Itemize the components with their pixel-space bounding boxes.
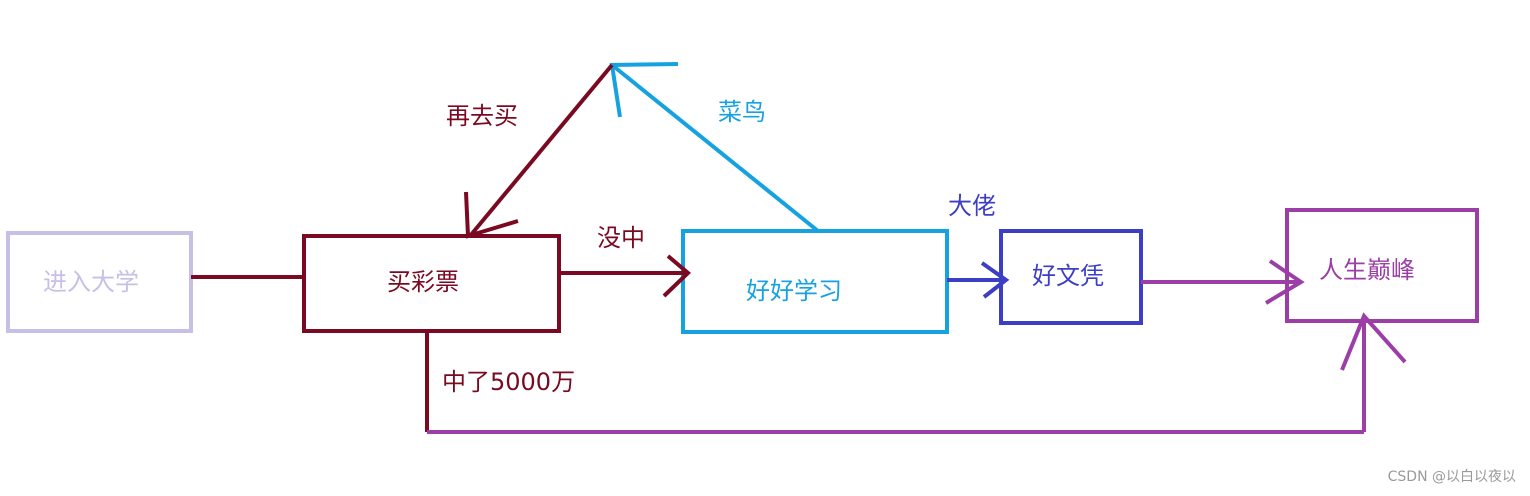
edge-won-path (425, 312, 1407, 434)
edge-buy-again-arrow (464, 63, 614, 239)
edge-rookie-arrow (609, 62, 820, 233)
edge-no-win-arrow (559, 254, 691, 298)
study-label: 好好学习 (746, 277, 842, 305)
college-label: 进入大学 (43, 268, 139, 296)
no-win-label: 没中 (597, 224, 645, 252)
diploma-label: 好文凭 (1032, 262, 1104, 290)
rookie-label: 菜鸟 (718, 98, 766, 126)
watermark: CSDN @以白以夜以 (1387, 469, 1516, 485)
edge-expert-arrow (947, 261, 1010, 299)
college-box (6, 231, 193, 333)
won-label: 中了5000万 (442, 368, 575, 396)
expert-label: 大佬 (948, 192, 996, 220)
buy-again-label: 再去买 (446, 102, 518, 130)
peak-box (1285, 208, 1479, 323)
peak-label: 人生巅峰 (1319, 256, 1415, 284)
lottery-box (302, 234, 561, 333)
lottery-label: 买彩票 (387, 268, 459, 296)
edge-diploma-peak-arrow (1141, 259, 1305, 305)
